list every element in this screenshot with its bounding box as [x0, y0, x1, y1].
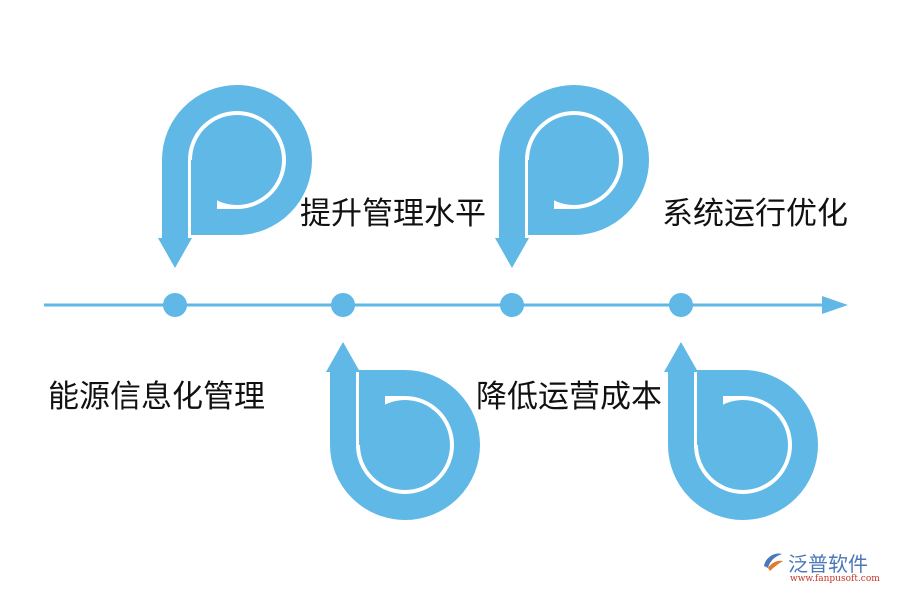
step-label-2: 提升管理水平: [300, 196, 486, 232]
timeline-node-1: [163, 293, 187, 317]
brand-url: www.fanpusoft.com: [790, 574, 880, 584]
step-label-1: 能源信息化管理: [48, 379, 265, 415]
brand-mark-icon: [764, 553, 783, 571]
timeline-arrowhead-icon: [822, 296, 848, 314]
p-loop-down-arrow-icon: [495, 85, 649, 268]
timeline-node-2: [331, 293, 355, 317]
timeline-node-3: [500, 293, 524, 317]
timeline-node-4: [669, 293, 693, 317]
step-label-4: 系统运行优化: [662, 196, 848, 232]
brand-name: 泛普软件: [788, 552, 868, 576]
b-loop-up-arrow-icon: [664, 342, 818, 520]
b-loop-up-arrow-icon: [326, 342, 480, 520]
brand-logo: 泛普软件 www.fanpusoft.com: [760, 546, 890, 586]
p-loop-down-arrow-icon: [158, 85, 312, 268]
step-label-3: 降低运营成本: [476, 379, 662, 415]
